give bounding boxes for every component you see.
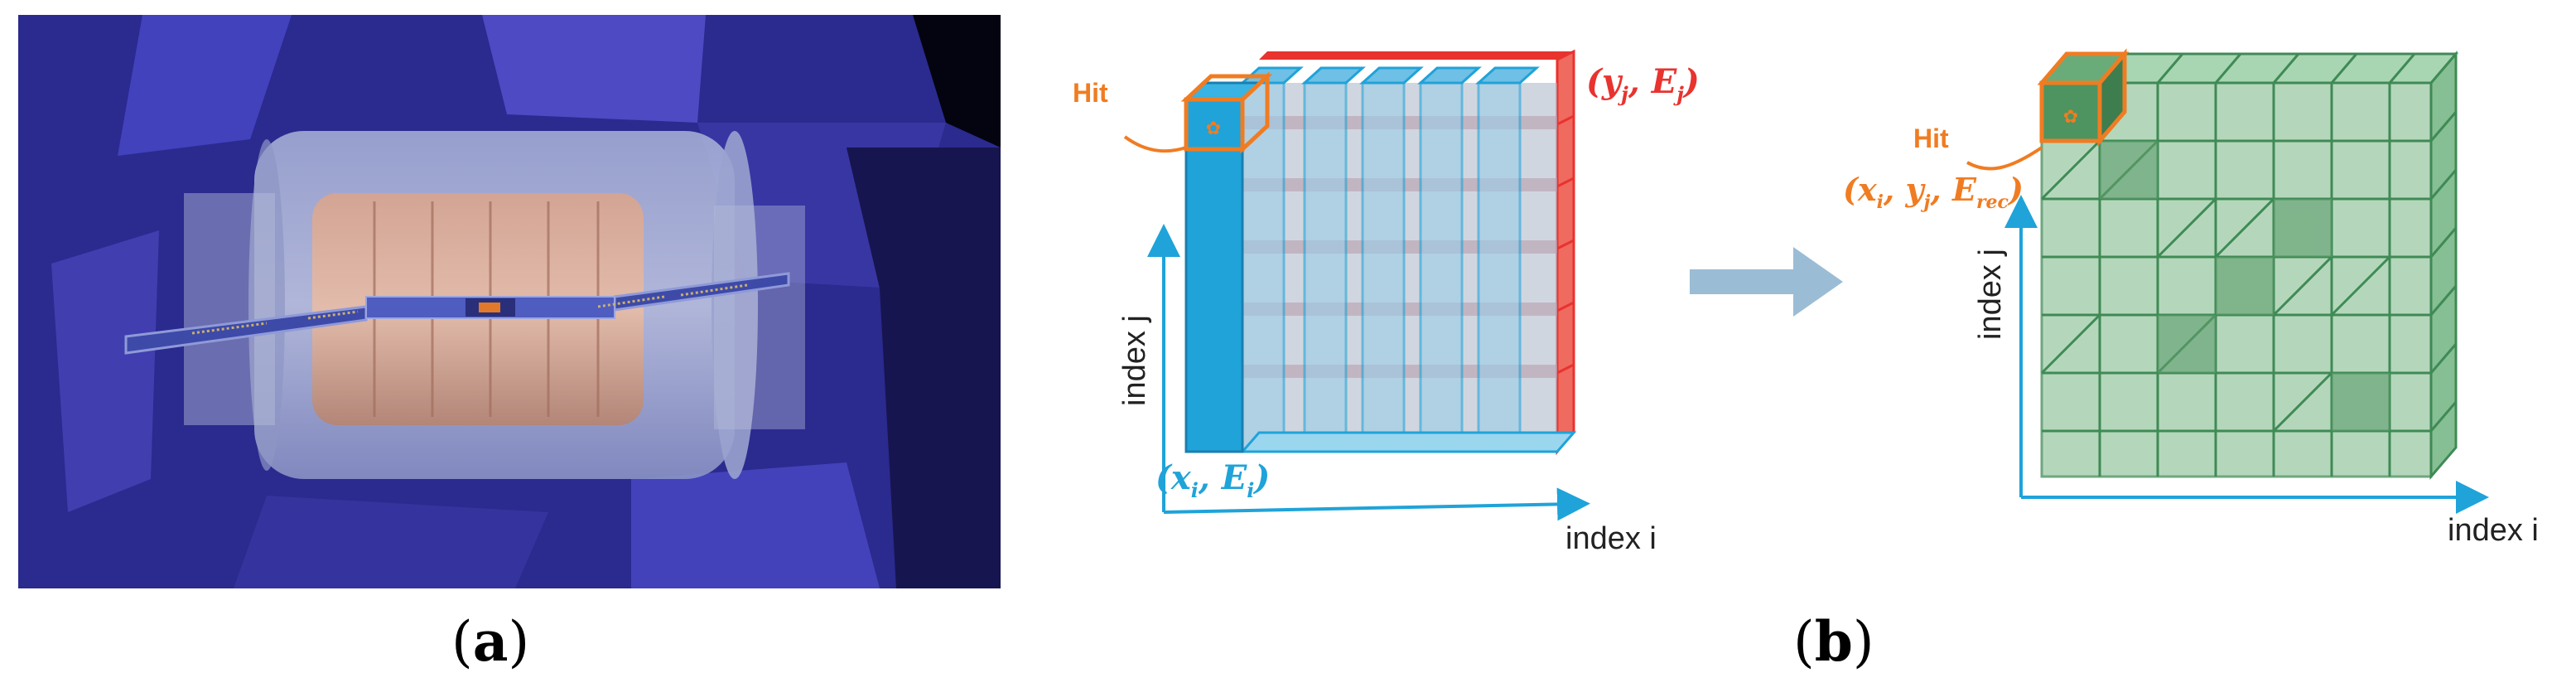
transform-arrow [1690,247,1843,317]
axis-i-label-left: index i [1565,521,1657,556]
svg-text:✿: ✿ [1206,119,1221,139]
caption-b: (b) [1793,609,1874,674]
xi-yj-erec-label: (xi, yj, Erec) [1843,171,2024,213]
axis-i-label-right: index i [2448,513,2539,548]
voxel-grid-block [2037,48,2459,481]
svg-text:(yj, Ej): (yj, Ej) [1586,62,1700,106]
svg-text:(xi, Ei): (xi, Ei) [1155,458,1270,502]
axis-i-left [1163,487,1590,521]
axis-j-label-left: index j [1117,315,1152,406]
detector-render-image [18,15,1001,588]
panel-b-diagram: ✿ Hit (yj, Ej) (xi, Ei) index j index i [1073,48,2539,556]
beam-pipe [124,272,790,355]
hit-label-left: Hit [1073,78,1108,108]
caption-a: (a) [451,609,530,674]
hit-cube-left [1180,71,1273,154]
svg-text:✿: ✿ [2063,107,2078,128]
xi-ei-label: (xi, Ei) [1155,458,1270,502]
hit-label-right: Hit [1913,123,1949,153]
yj-ej-label: (yj, Ej) [1586,62,1700,106]
svg-text:(xi, yj, Erec): (xi, yj, Erec) [1843,171,2024,213]
hit-cube-right [2037,48,2130,147]
strip-calorimeter-block: ✿ [1180,49,1577,456]
axis-j-label-right: index j [1973,249,2008,340]
